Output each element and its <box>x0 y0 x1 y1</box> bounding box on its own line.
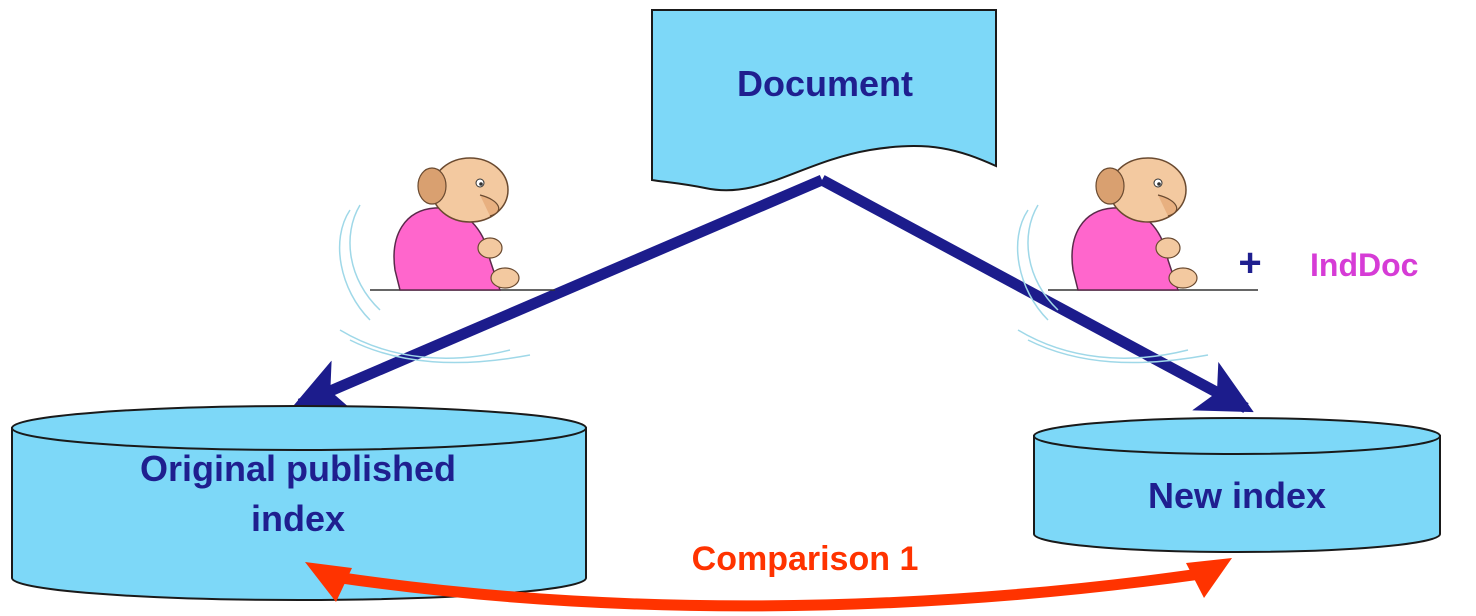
document-node: Document <box>651 9 997 192</box>
document-label: Document <box>737 63 913 104</box>
arrow-to-new-index <box>819 175 1254 413</box>
inddoc-label: IndDoc <box>1310 247 1418 283</box>
original-index-cylinder: Original published index <box>11 405 587 601</box>
arrow-to-original-index <box>291 174 825 412</box>
plus-sign: + <box>1238 241 1261 285</box>
indexer-figure-right-icon <box>1016 157 1258 364</box>
new-index-label: New index <box>1148 475 1326 516</box>
comparison-arrow <box>305 558 1232 612</box>
new-index-cylinder: New index <box>1033 417 1441 553</box>
original-index-label-line2: index <box>251 498 345 539</box>
comparison-label: Comparison 1 <box>692 540 919 578</box>
original-index-label-line1: Original published <box>140 448 456 489</box>
indexer-figure-left-icon <box>338 157 555 364</box>
